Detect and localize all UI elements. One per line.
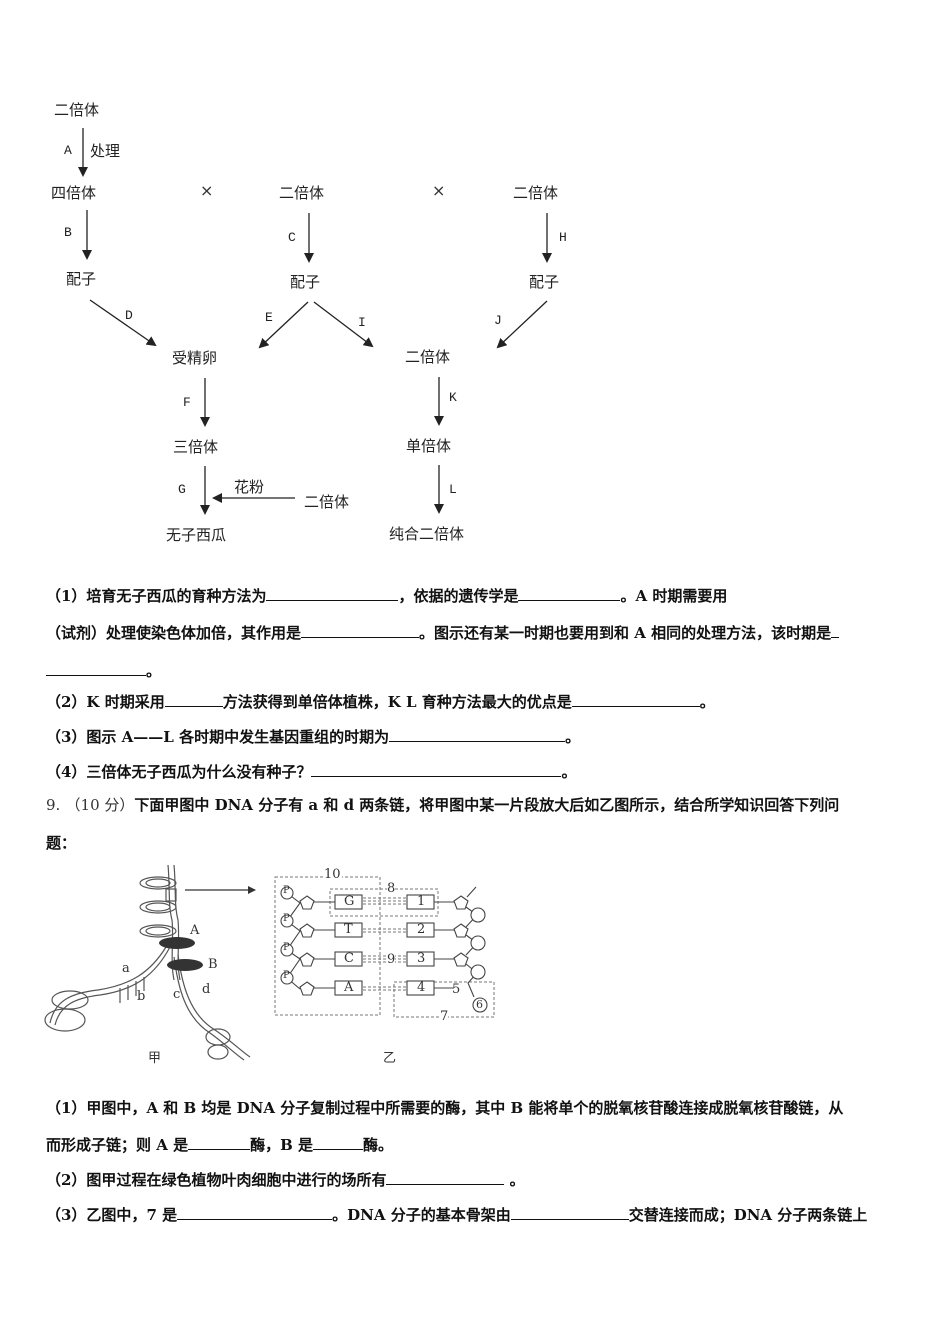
figure-caption-yi: 乙 — [383, 1051, 397, 1066]
label-8: 8 — [387, 881, 396, 896]
node-pollen-diploid: 二倍体 — [304, 493, 350, 511]
question-score: （10 分） — [65, 796, 135, 814]
phosphate-label: P — [283, 970, 290, 981]
step-label-d: D — [125, 308, 133, 323]
node-haploid: 单倍体 — [406, 437, 452, 455]
step-label-i: I — [358, 315, 366, 330]
q9-sub1-line1: （1）甲图中，A 和 B 均是 DNA 分子复制过程中所需要的酶，其中 B 能将… — [46, 1099, 844, 1117]
base-number-4: 4 — [417, 980, 426, 995]
answer-blank-same-treatment-start[interactable] — [831, 623, 840, 638]
step-label-b: B — [64, 225, 72, 240]
breeding-arrows — [78, 128, 552, 515]
step-label-a: A — [64, 143, 72, 158]
base-a: A — [344, 980, 354, 995]
node-tetraploid: 四倍体 — [51, 184, 97, 202]
node-triploid: 三倍体 — [173, 438, 219, 456]
node-gamete-mid: 配子 — [290, 273, 321, 291]
base-g: G — [344, 894, 355, 909]
q9-stem-line2: 题： — [46, 834, 77, 852]
strand-label-c: c — [173, 987, 181, 1002]
treatment-label: 处理 — [90, 142, 121, 160]
answer-blank-kl-advantage[interactable] — [571, 692, 700, 707]
label-6: 6 — [476, 998, 483, 1011]
step-label-k: K — [449, 390, 457, 405]
answer-blank-breeding-method[interactable] — [266, 586, 399, 601]
answer-blank-backbone[interactable] — [510, 1205, 629, 1220]
figure-jia-replication-fork: A B a b c d 甲 — [40, 865, 275, 1066]
base-number-1: 1 — [417, 894, 426, 909]
q9-sub1-line2: 而形成子链；则 A 是酶，B 是酶。 — [46, 1135, 394, 1154]
q9-sub2: （2）图甲过程在绿色植物叶肉细胞中进行的场所有 。 — [46, 1170, 525, 1189]
node-fertilized-egg: 受精卵 — [172, 349, 218, 367]
node-gamete-left: 配子 — [66, 270, 97, 288]
answer-blank-enzyme-b[interactable] — [313, 1135, 363, 1150]
label-5: 5 — [452, 982, 461, 997]
answer-blank-genetic-basis[interactable] — [518, 586, 621, 601]
node-seedless-watermelon: 无子西瓜 — [166, 526, 227, 544]
answer-blank-k-method[interactable] — [164, 692, 223, 707]
label-9: 9 — [387, 952, 396, 967]
cross-symbol-left: × — [200, 181, 214, 200]
label-10: 10 — [323, 867, 342, 882]
q9-stem-line1: 9. （10 分）下面甲图中 DNA 分子有 a 和 d 两条链，将甲图中某一片… — [46, 796, 840, 814]
step-label-h: H — [559, 230, 567, 245]
step-label-j: J — [494, 313, 502, 328]
node-diploid-start: 二倍体 — [54, 101, 100, 119]
q8-sub3: （3）图示 A——L 各时期中发生基因重组的时期为。 — [46, 727, 581, 746]
base-t: T — [344, 922, 353, 937]
node-diploid-center: 二倍体 — [405, 348, 451, 366]
step-label-f: F — [183, 395, 191, 410]
answer-blank-enzyme-a[interactable] — [188, 1135, 251, 1150]
answer-blank-recombination-period[interactable] — [389, 727, 566, 742]
answer-blank-no-seeds-reason[interactable] — [311, 762, 562, 777]
label-7: 7 — [440, 1009, 449, 1024]
base-number-3: 3 — [417, 951, 426, 966]
question-number: 9. — [46, 796, 61, 814]
phosphate-label: P — [283, 942, 290, 953]
step-label-e: E — [265, 310, 273, 325]
step-label-g: G — [178, 482, 186, 497]
answer-blank-replication-sites[interactable] — [386, 1170, 505, 1185]
figure-caption-jia: 甲 — [148, 1051, 162, 1066]
base-number-2: 2 — [417, 922, 426, 937]
phosphate-label: P — [283, 913, 290, 924]
node-pure-diploid: 纯合二倍体 — [389, 525, 465, 543]
cross-symbol-right: × — [432, 181, 446, 200]
q8-sub1-line2: （试剂）处理使染色体加倍，其作用是。图示还有某一时期也要用到和 A 相同的处理方… — [46, 622, 840, 643]
enzyme-label-a: A — [190, 923, 200, 938]
base-c: C — [344, 951, 354, 966]
answer-blank-reagent-effect[interactable] — [301, 623, 420, 638]
q9-sub3: （3）乙图中，7 是。DNA 分子的基本骨架由交替连接而成；DNA 分子两条链上 — [46, 1205, 868, 1224]
node-gamete-right: 配子 — [529, 273, 560, 291]
strand-label-b: b — [137, 989, 146, 1004]
phosphate-label: P — [283, 885, 290, 896]
q8-sub4: （4）三倍体无子西瓜为什么没有种子？。 — [46, 762, 577, 781]
step-label-c: C — [288, 230, 296, 245]
q8-sub2: （2）K 时期采用方法获得到单倍体植株，K L 育种方法最大的优点是。 — [46, 692, 715, 711]
answer-blank-label-7[interactable] — [177, 1205, 333, 1220]
figure-yi-dna-structure: 10 8 9 5 6 7 P P P P G T C A 1 2 3 4 乙 — [270, 865, 500, 1066]
q8-sub1-line1: （1）培育无子西瓜的育种方法为，依据的遗传学是。A 时期需要用 — [46, 586, 728, 605]
node-diploid-right: 二倍体 — [513, 184, 559, 202]
enzyme-label-b: B — [208, 957, 218, 972]
q8-sub1-line3: 。 — [46, 660, 161, 681]
strand-label-a: a — [122, 961, 130, 976]
node-diploid-mid: 二倍体 — [279, 184, 325, 202]
answer-blank-same-treatment-period[interactable] — [46, 661, 146, 676]
step-label-l: L — [449, 482, 457, 497]
strand-label-d: d — [202, 982, 211, 997]
pollen-label: 花粉 — [234, 478, 265, 496]
